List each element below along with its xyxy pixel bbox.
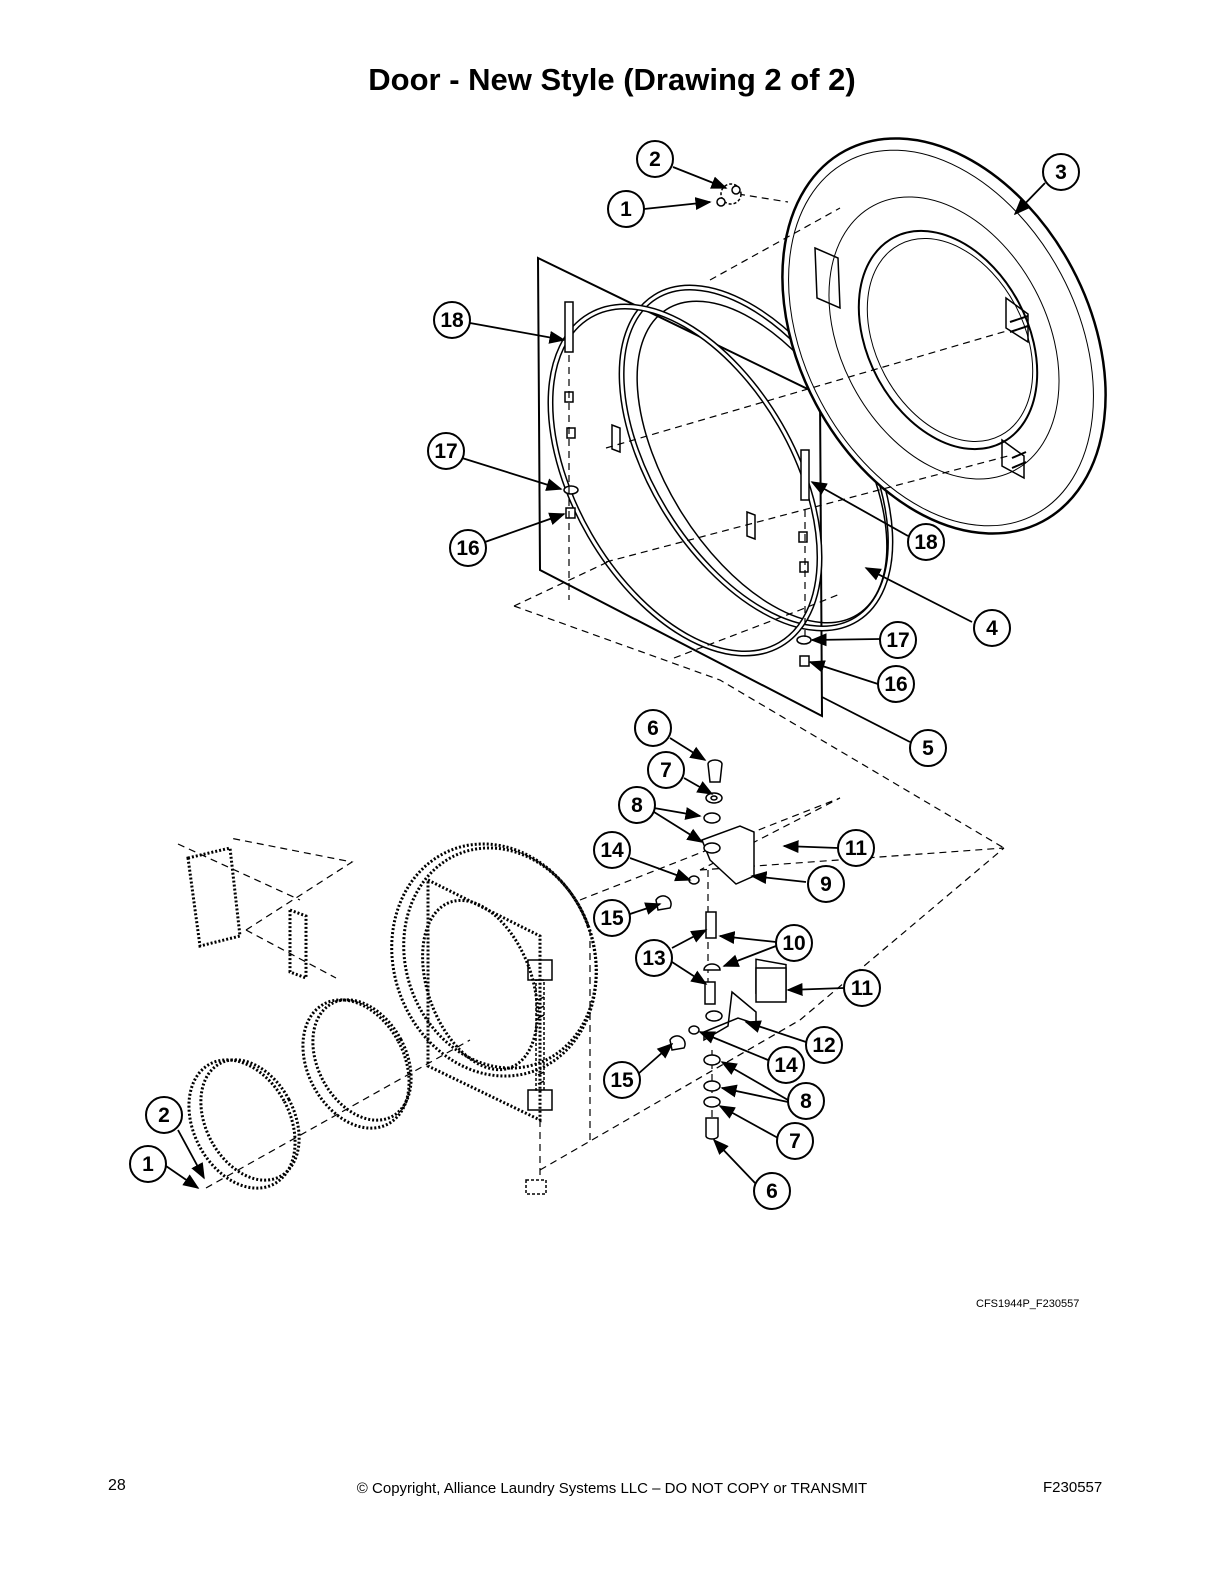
svg-text:16: 16	[884, 673, 907, 696]
callout-11-bottom: 11	[843, 969, 881, 1007]
callout-17-left: 17	[427, 432, 465, 470]
svg-text:12: 12	[812, 1034, 835, 1057]
svg-text:13: 13	[642, 947, 665, 970]
callout-14-bottom: 14	[767, 1046, 805, 1084]
callout-6-bottom: 6	[753, 1172, 791, 1210]
callout-3: 3	[1042, 153, 1080, 191]
callout-10: 10	[775, 924, 813, 962]
svg-text:9: 9	[820, 873, 832, 896]
svg-text:2: 2	[649, 148, 661, 171]
hinge-hardware	[655, 759, 787, 1140]
callout-16-left: 16	[449, 529, 487, 567]
svg-text:3: 3	[1055, 161, 1067, 184]
svg-text:7: 7	[789, 1130, 801, 1153]
callout-13: 13	[635, 939, 673, 977]
svg-text:15: 15	[600, 907, 624, 930]
svg-text:1: 1	[620, 198, 632, 221]
figure-code: CFS1944P_F230557	[976, 1298, 1080, 1310]
callout-2-top-a: 1	[607, 190, 645, 228]
svg-text:7: 7	[660, 759, 672, 782]
svg-text:10: 10	[782, 932, 805, 955]
svg-text:14: 14	[774, 1054, 798, 1077]
svg-text:18: 18	[914, 531, 938, 554]
svg-text:11: 11	[845, 837, 868, 860]
upper-hinge-bolts	[563, 301, 812, 667]
svg-text:5: 5	[922, 737, 934, 760]
svg-text:6: 6	[647, 717, 659, 740]
callout-18-right: 18	[907, 523, 945, 561]
callout-5: 5	[909, 729, 947, 767]
callout-2-bottom: 2	[145, 1096, 183, 1134]
callout-14-top: 14	[593, 831, 631, 869]
callout-7-bottom: 7	[776, 1122, 814, 1160]
callout-1-bottom: 1	[129, 1145, 167, 1183]
callout-15-top: 15	[593, 899, 631, 937]
svg-text:6: 6	[766, 1180, 778, 1203]
svg-text:8: 8	[800, 1090, 812, 1113]
svg-text:11: 11	[851, 977, 874, 1000]
callout-1-top: 2	[636, 140, 674, 178]
document-id: F230557	[1043, 1479, 1103, 1496]
svg-text:17: 17	[434, 440, 457, 463]
svg-text:4: 4	[986, 617, 998, 640]
lower-ghost-door	[186, 842, 598, 1190]
callout-16-right: 16	[877, 665, 915, 703]
page-title: Door - New Style (Drawing 2 of 2)	[368, 62, 856, 97]
copyright-notice: © Copyright, Alliance Laundry Systems LL…	[356, 1480, 868, 1497]
svg-text:8: 8	[631, 794, 643, 817]
callout-4: 4	[973, 609, 1011, 647]
upper-dashed-leaders	[513, 193, 1011, 849]
callout-7-top: 7	[647, 751, 685, 789]
callout-9: 9	[807, 865, 845, 903]
callout-bubbles: 2 1 3 18 17 16 18 4 17 16 5 6 7 8 11 14 …	[129, 140, 1080, 1210]
callout-11-top: 11	[837, 829, 875, 867]
callout-8-top: 8	[618, 786, 656, 824]
svg-text:18: 18	[440, 309, 464, 332]
outer-door-ring	[781, 137, 1107, 535]
callout-8-bottom: 8	[787, 1082, 825, 1120]
callout-15-bottom: 15	[603, 1061, 641, 1099]
callout-12: 12	[805, 1026, 843, 1064]
svg-text:2: 2	[158, 1104, 170, 1127]
callout-leader-lines	[165, 166, 1046, 1189]
upper-small-hardware	[716, 183, 742, 207]
callout-6-top: 6	[634, 709, 672, 747]
svg-text:17: 17	[886, 629, 909, 652]
callout-17-right: 17	[879, 621, 917, 659]
svg-text:16: 16	[456, 537, 479, 560]
svg-text:15: 15	[610, 1069, 634, 1092]
lower-ghost-hinge	[525, 959, 553, 1195]
callout-18-left: 18	[433, 301, 471, 339]
page-number: 28	[108, 1477, 126, 1494]
door-trim-ring	[547, 303, 823, 657]
svg-text:14: 14	[600, 839, 624, 862]
svg-text:1: 1	[142, 1153, 154, 1176]
